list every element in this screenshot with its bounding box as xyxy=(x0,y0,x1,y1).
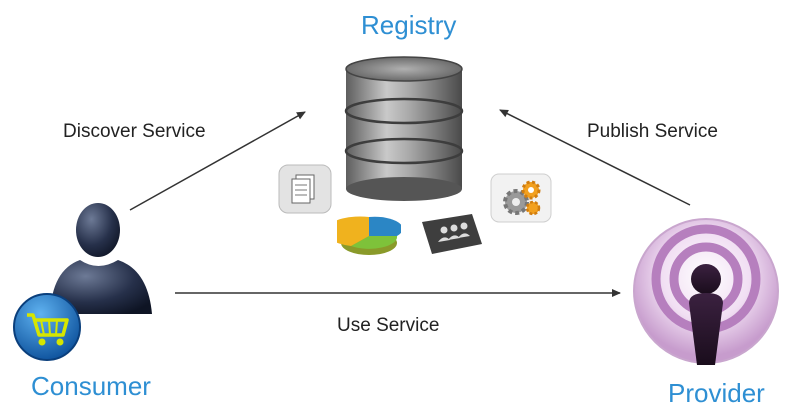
discover-service-arrow xyxy=(129,111,306,211)
use-service-label: Use Service xyxy=(337,315,440,336)
provider-label: Provider xyxy=(668,378,765,408)
pie-chart-icon xyxy=(337,216,401,255)
shopping-cart-icon xyxy=(13,293,81,361)
group-icon xyxy=(422,214,482,254)
documents-icon xyxy=(278,164,332,214)
publish-service-arrow xyxy=(499,109,691,206)
gears-icon xyxy=(490,173,552,223)
user-silhouette-icon xyxy=(50,203,152,314)
registry-label: Registry xyxy=(361,10,457,40)
podcast-broadcast-icon xyxy=(633,218,779,365)
publish-service-label: Publish Service xyxy=(587,121,718,142)
discover-service-label: Discover Service xyxy=(63,121,206,142)
consumer-label: Consumer xyxy=(31,371,151,401)
database-icon xyxy=(344,56,464,201)
